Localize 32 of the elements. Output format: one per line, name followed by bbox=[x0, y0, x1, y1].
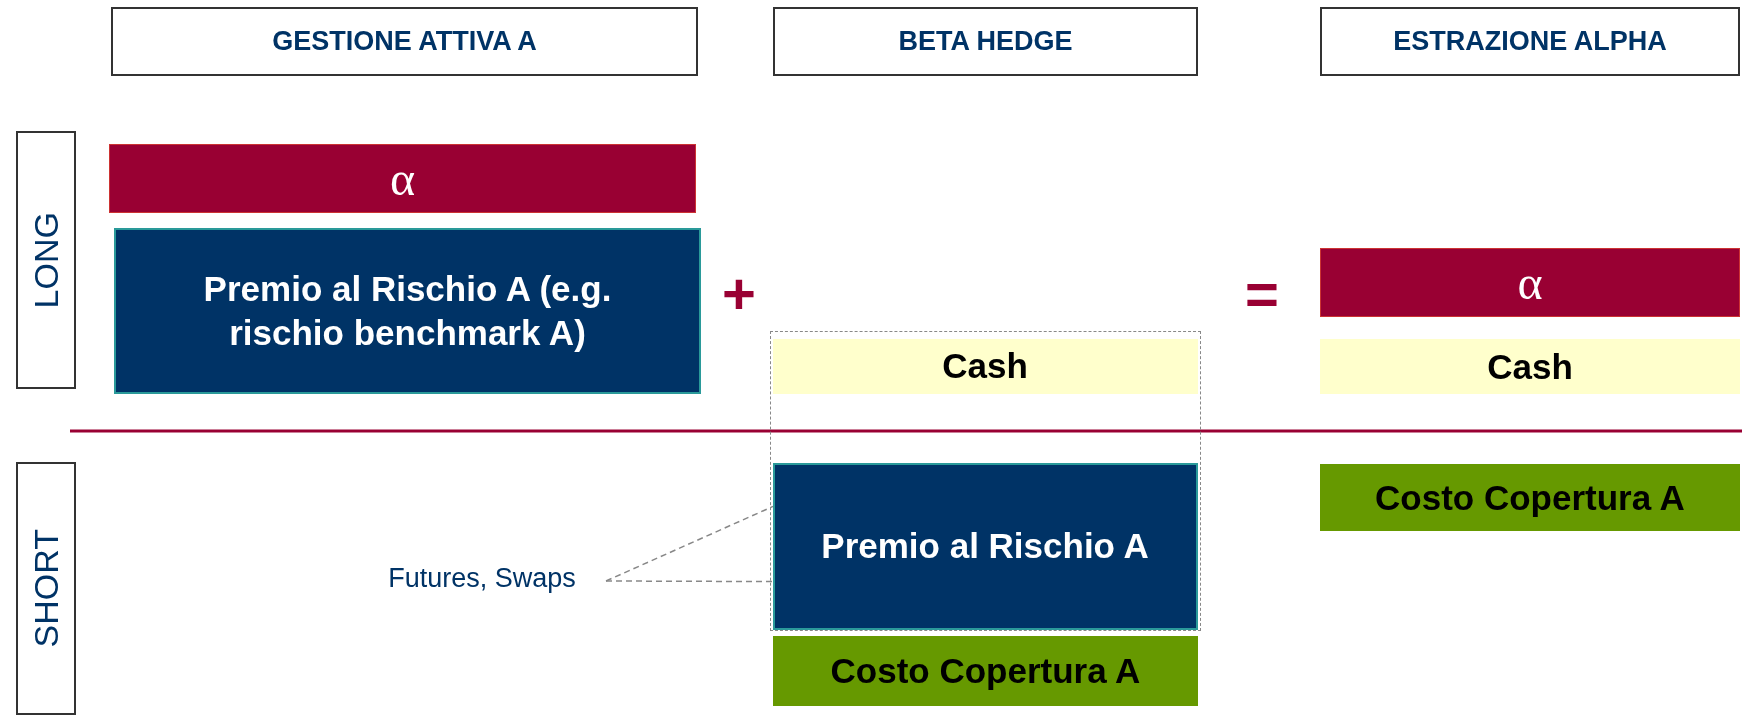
label-text: Costo Copertura A bbox=[1374, 476, 1686, 519]
column-header bbox=[773, 7, 1198, 76]
hedge-cost-bar bbox=[773, 636, 1198, 706]
cash-bar bbox=[1320, 339, 1740, 394]
cash-bar bbox=[772, 338, 1198, 394]
hedge-cost-bar bbox=[1320, 464, 1740, 531]
side-label bbox=[16, 462, 76, 715]
operator-symbol: + bbox=[721, 265, 757, 323]
column-header bbox=[1320, 7, 1740, 76]
leader-line bbox=[605, 580, 774, 583]
annotation-text: Futures, Swaps bbox=[387, 562, 577, 596]
alpha-bar bbox=[1320, 248, 1740, 317]
column-header bbox=[111, 7, 698, 76]
label-text: Cash bbox=[1486, 345, 1574, 388]
label-text: GESTIONE ATTIVA A bbox=[271, 24, 538, 58]
label-text: Premio al Rischio A bbox=[820, 525, 1150, 568]
label-text: Cash bbox=[941, 345, 1029, 388]
label-text: α bbox=[1516, 254, 1544, 311]
leader-line bbox=[605, 505, 774, 582]
risk-premium-box bbox=[772, 462, 1198, 630]
label-text: Premio al Rischio A (e.g. rischio benchmark A) bbox=[202, 268, 613, 354]
label-text: Costo Copertura A bbox=[829, 650, 1142, 693]
label-text: α bbox=[388, 150, 417, 207]
operator-symbol: = bbox=[1244, 265, 1280, 323]
risk-premium-box bbox=[114, 228, 701, 394]
label-text: BETA HEDGE bbox=[897, 24, 1074, 58]
dashed-group-box bbox=[770, 331, 1201, 631]
side-label bbox=[16, 131, 76, 389]
side-label-text: SHORT bbox=[25, 529, 66, 648]
alpha-bar bbox=[109, 144, 696, 213]
label-text: ESTRAZIONE ALPHA bbox=[1392, 24, 1668, 58]
side-label-text: LONG bbox=[25, 211, 66, 309]
